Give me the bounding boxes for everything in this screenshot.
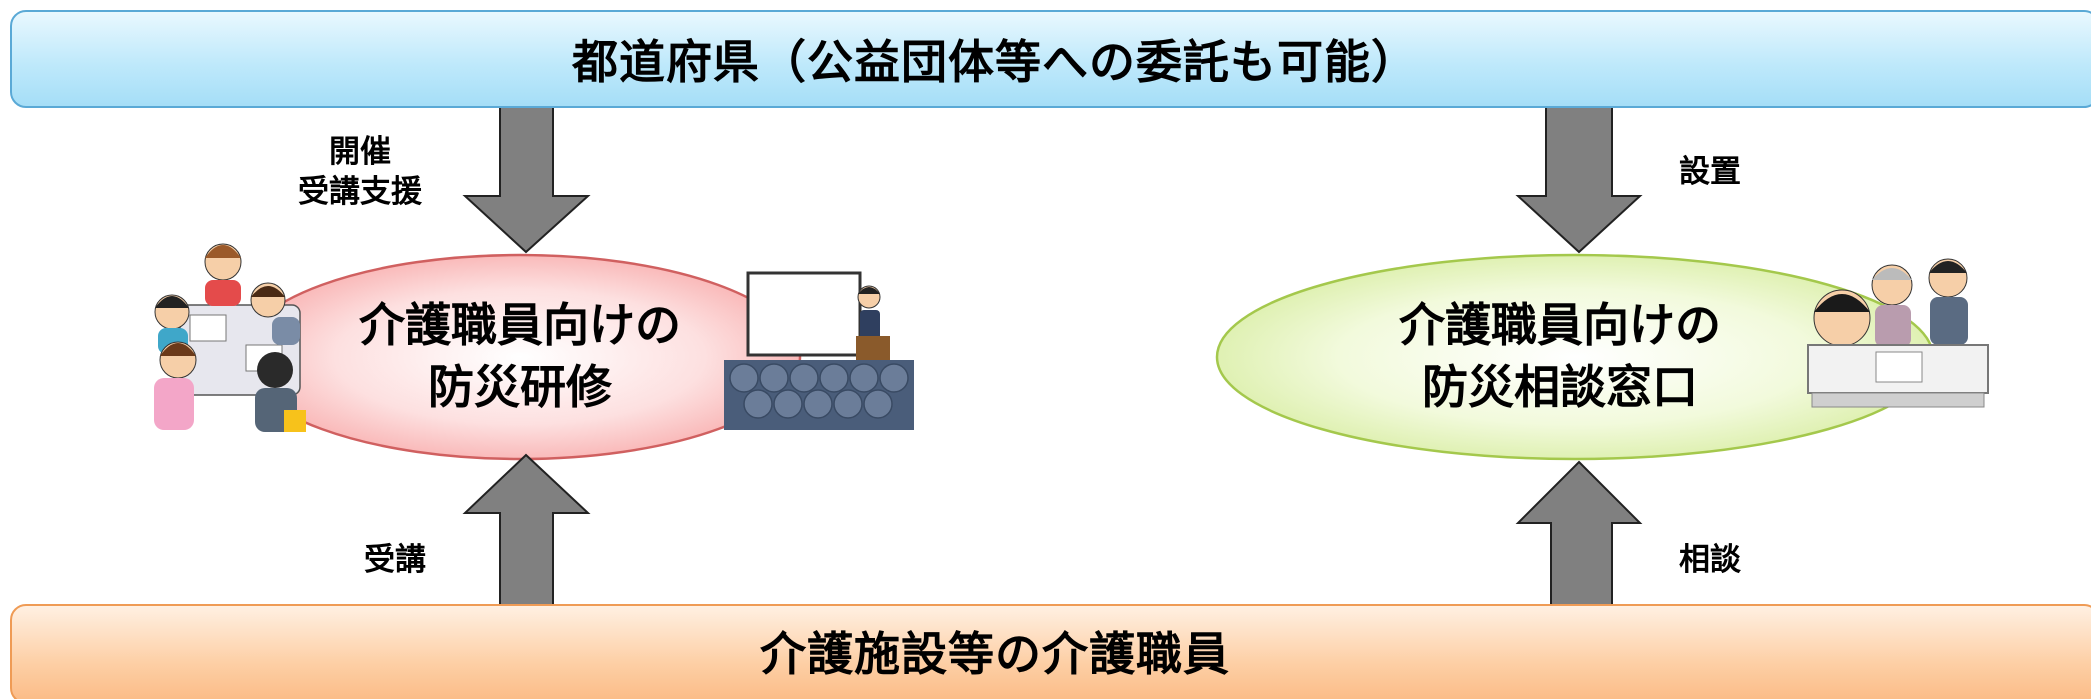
- group-discussion-illustration: [154, 243, 306, 432]
- arrow-left-down: [462, 91, 591, 254]
- top-band-label: 都道府県（公益団体等への委託も可能）: [572, 35, 1418, 89]
- edge-label-left-down: 開催 受講支援: [250, 132, 470, 212]
- left-node-label: 介護職員向けの 防災研修: [300, 294, 740, 418]
- left-node-line2: 防災研修: [428, 360, 612, 414]
- left-node-line1: 介護職員向けの: [359, 298, 681, 352]
- right-node-line2: 防災相談窓口: [1422, 360, 1698, 414]
- right-node-label: 介護職員向けの 防災相談窓口: [1340, 294, 1780, 418]
- right-node-line1: 介護職員向けの: [1399, 298, 1721, 352]
- edge-label-right-down: 設置: [1645, 152, 1775, 192]
- arrow-right-down: [1515, 91, 1643, 254]
- edge-label-right-up: 相談: [1645, 540, 1775, 580]
- edge-label-left-up: 受講: [330, 540, 460, 580]
- consultation-desk-illustration: [1807, 258, 1989, 408]
- arrow-right-up: [1515, 460, 1643, 628]
- top-band: 都道府県（公益団体等への委託も可能）: [10, 10, 2091, 108]
- edge-label-left-up-text: 受講: [364, 542, 426, 578]
- bottom-band-label: 介護施設等の介護職員: [760, 627, 1230, 681]
- edge-label-right-down-text: 設置: [1679, 154, 1741, 190]
- edge-label-left-down-line1: 開催: [329, 134, 391, 170]
- edge-label-right-up-text: 相談: [1679, 542, 1741, 578]
- edge-label-left-down-line2: 受講支援: [298, 174, 422, 210]
- bottom-band: 介護施設等の介護職員: [10, 604, 2091, 699]
- lecture-audience-illustration: [724, 271, 914, 430]
- arrow-left-up: [462, 453, 591, 618]
